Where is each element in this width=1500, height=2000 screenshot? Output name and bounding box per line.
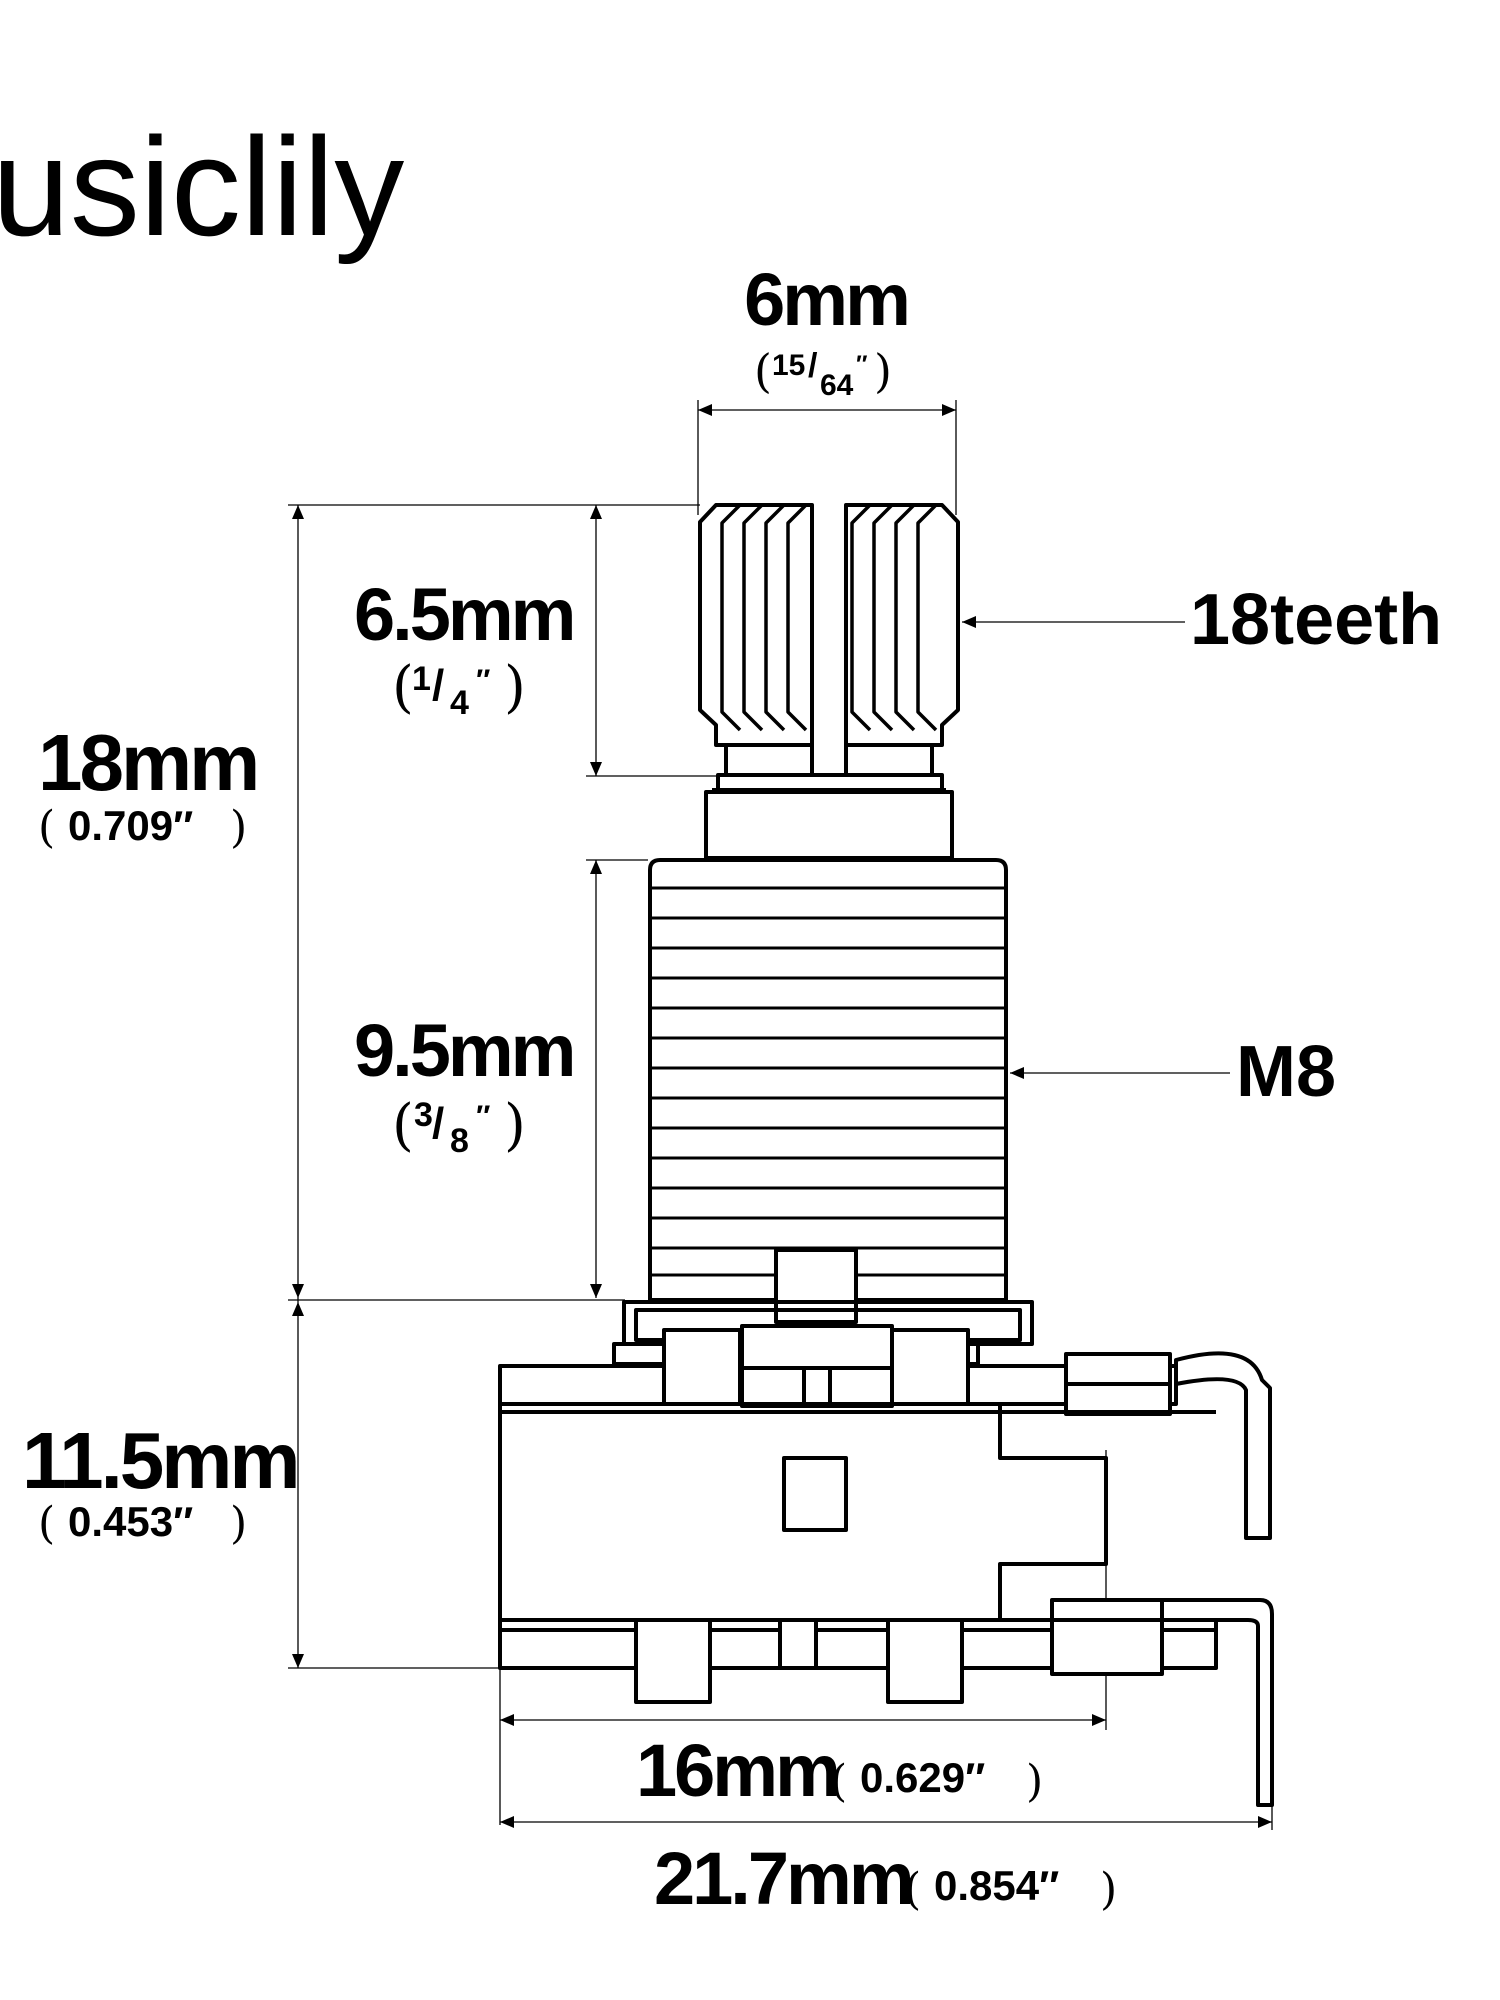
total-height-inch: ( 0.709″ )	[38, 802, 247, 853]
body-width-label: 16mm	[636, 1729, 838, 1812]
svg-text:): )	[1026, 1756, 1043, 1807]
thread-length-label: 9.5mm	[354, 1009, 573, 1092]
svg-text:): )	[230, 1498, 247, 1549]
main-body	[498, 1402, 1108, 1622]
svg-text:8: 8	[450, 1122, 469, 1160]
svg-text:″: ″	[476, 1100, 490, 1133]
svg-text:0.453″: 0.453″	[68, 1498, 193, 1545]
svg-text:(: (	[754, 344, 772, 398]
overall-width-label: 21.7mm	[654, 1837, 912, 1920]
shaft-diameter-inch: ( 15 / 64 ″ )	[754, 344, 892, 402]
svg-text:″: ″	[476, 664, 490, 697]
svg-text:): )	[230, 802, 247, 853]
total-height-label: 18mm	[38, 718, 257, 807]
svg-text:(: (	[830, 1756, 847, 1807]
teeth-callout: 18teeth	[1190, 580, 1442, 660]
svg-text:(: (	[904, 1864, 921, 1915]
svg-text:″: ″	[856, 351, 868, 378]
shaft-length-inch: ( 1 / 4 ″ )	[392, 655, 526, 722]
svg-text:4: 4	[450, 684, 469, 722]
svg-text:(: (	[38, 1498, 55, 1549]
svg-text:0.629″: 0.629″	[860, 1754, 985, 1801]
potentiometer-drawing	[498, 503, 1274, 1807]
svg-text:): )	[1100, 1864, 1117, 1915]
terminal-pins	[1162, 1351, 1274, 1807]
svg-text:(: (	[38, 802, 55, 853]
thread-lines	[650, 886, 1006, 1277]
threaded-bushing	[648, 858, 1008, 1302]
dimension-lines	[288, 400, 1273, 1830]
shaft-teeth	[720, 503, 938, 732]
body-height-label: 11.5mm	[22, 1416, 298, 1505]
svg-text:/: /	[432, 661, 444, 710]
shaft-neck	[704, 790, 954, 860]
body-bottom-rail	[498, 1598, 1218, 1704]
svg-text:64: 64	[820, 369, 854, 402]
brand-logo-text: usiclily	[0, 108, 404, 265]
shaft-length-label: 6.5mm	[354, 573, 573, 656]
svg-text:(: (	[392, 1093, 414, 1158]
body-width-inch: ( 0.629″ )	[830, 1754, 1043, 1807]
svg-text:/: /	[808, 347, 818, 385]
svg-text:15: 15	[772, 349, 805, 382]
svg-text:): )	[504, 655, 526, 720]
svg-text:0.854″: 0.854″	[934, 1862, 1059, 1909]
svg-text:/: /	[432, 1099, 444, 1148]
shaft-diameter-label: 6mm	[744, 258, 908, 341]
svg-text:1: 1	[412, 660, 431, 698]
overall-width-inch: ( 0.854″ )	[904, 1862, 1117, 1915]
thread-callout: M8	[1236, 1032, 1336, 1112]
svg-text:(: (	[392, 655, 414, 720]
svg-text:): )	[874, 344, 892, 398]
dimension-arrowheads	[292, 404, 1272, 1828]
svg-text:3: 3	[414, 1096, 433, 1134]
svg-text:): )	[504, 1093, 526, 1158]
thread-length-inch: ( 3 / 8 ″ )	[392, 1093, 526, 1160]
body-height-inch: ( 0.453″ )	[38, 1498, 247, 1549]
body-top-rail	[498, 1324, 1216, 1416]
svg-text:0.709″: 0.709″	[68, 802, 193, 849]
shaft-collar	[712, 743, 946, 792]
